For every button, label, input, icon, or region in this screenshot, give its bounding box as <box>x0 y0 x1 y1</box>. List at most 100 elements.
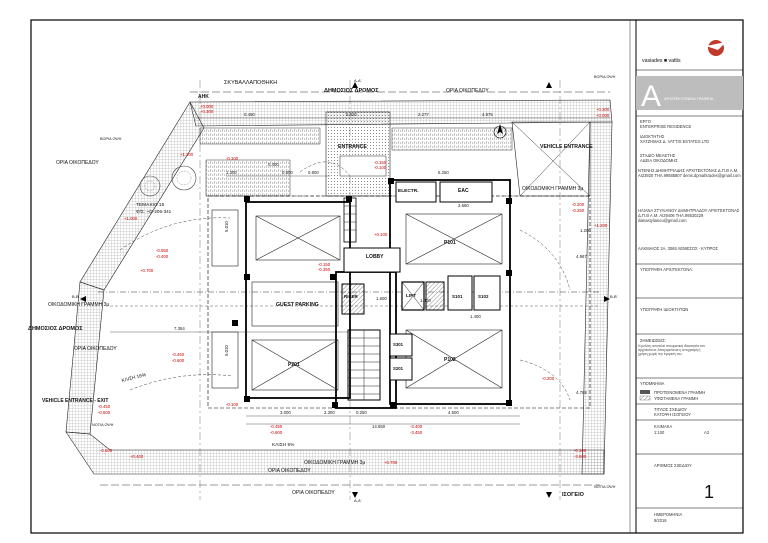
section-bb: Β-Β' <box>72 294 80 299</box>
ahk-label: ΑΗΚ <box>198 94 209 100</box>
logo-text: vasiades ■ vattis <box>642 58 681 64</box>
svg-text:-0.600: -0.600 <box>100 448 113 453</box>
svg-text:4.975: 4.975 <box>482 112 493 117</box>
svg-text:4.987: 4.987 <box>576 254 587 259</box>
legend-item-1: ΠΡΟΤΕΙΝΟΜΕΝΑ ΓΡΑΜΜΗ <box>654 390 705 395</box>
svg-text:3.000: 3.000 <box>280 410 291 415</box>
building-line-label: ΟΙΚΟΔΟΜΙΚΗ ΓΡΑΜΜΗ 3μ <box>304 460 365 466</box>
architect-2: ΗΛΙΑΝΑ ΣΤΥΛΙΑΝΟΥ ΔΗΜΗΤΡΙΑΔΟΥ ΑΡΧΙΤΕΚΤΟΝΑ… <box>638 208 740 223</box>
s301-label: S301 <box>393 342 404 347</box>
svg-text:+1.200: +1.200 <box>594 223 608 228</box>
structural-columns <box>232 178 512 408</box>
svg-text:5.820: 5.820 <box>346 112 357 117</box>
section-bb: Β-Β' <box>610 294 618 299</box>
dashed-arcs <box>119 161 571 401</box>
scale: 1:100 <box>654 430 665 435</box>
slope-5-label: ΚΛΙΣΗ 5% <box>272 442 295 448</box>
svg-text:-0.600: -0.600 <box>270 430 283 435</box>
svg-text:-0.400: -0.400 <box>156 254 169 259</box>
paper-size: A3 <box>704 430 710 435</box>
svg-text:-0.550: -0.550 <box>156 248 169 253</box>
street-name-north: ΣΚΥΒΑΛΛΑΠΟΘΗΚΗ <box>224 80 277 86</box>
svg-text:-0.150: -0.150 <box>374 160 387 165</box>
svg-text:6.250: 6.250 <box>438 170 449 175</box>
riser <box>341 283 365 315</box>
svg-text:+0.000: +0.000 <box>200 104 214 109</box>
svg-text:+0.700: +0.700 <box>140 268 154 273</box>
scale-head: ΚΛΙΜΑΚΑ <box>654 424 672 429</box>
svg-text:-0.450: -0.450 <box>98 404 111 409</box>
drawing-no-head: ΑΡΙΘΜΟΣ ΣΧΕΔΙΟΥ <box>654 463 692 468</box>
project: ENTERPRISE RESIDENCE <box>640 124 691 129</box>
eac-label: EAC <box>458 188 469 194</box>
svg-text:-0.450: -0.450 <box>172 352 185 357</box>
section-aa: Α-Α' <box>354 498 362 503</box>
date: 9/2018 <box>654 518 667 523</box>
s102-label: S102 <box>478 294 489 299</box>
svg-text:+0.400: +0.400 <box>130 454 144 459</box>
fs-label: Φ/Σ. ~/2-206-341 <box>136 209 172 214</box>
owner: ΧΑΤΖΗΜΑΣ Δ. VATTIS ESTATES LTD <box>640 139 709 144</box>
svg-text:-3.800: -3.800 <box>574 454 587 459</box>
north-view-label: ΒΟΡΙΑ ΟΨΗ <box>100 137 122 141</box>
svg-text:-0.100: -0.100 <box>574 448 587 453</box>
company-logo-icon <box>706 40 726 56</box>
storage-s301 <box>389 333 413 357</box>
lobby-label: LOBBY <box>366 254 384 260</box>
svg-text:5.010: 5.010 <box>224 221 229 232</box>
owner-head: ΙΔΙΟΚΤΗΤΗΣ <box>640 134 665 139</box>
svg-text:3.660: 3.660 <box>458 203 469 208</box>
entrance-label: ENTRANCE <box>338 144 367 150</box>
building-line-label: ΟΙΚΟΔΟΜΙΚΗ ΓΡΑΜΜΗ 3μ <box>522 186 583 192</box>
svg-text:+0.700: +0.700 <box>384 460 398 465</box>
p201-label: P201 <box>288 362 300 368</box>
eac-room <box>439 181 493 203</box>
plot-boundary-label: ΟΡΙΑ ΟΙΚΟΠΕΔΟΥ <box>56 160 99 166</box>
svg-text:4.788: 4.788 <box>576 390 587 395</box>
staircase <box>343 197 381 401</box>
date-head: ΗΜΕΡΟΜΗΝΙΑ <box>654 512 682 517</box>
firm-sub: ΑΡΧΙΤΕΚΤΟΝΙΚΑ ΓΡΑΦΕΙΑ <box>664 96 714 101</box>
site-boundary <box>65 80 613 500</box>
svg-text:-0.450: -0.450 <box>270 424 283 429</box>
sign-architect: ΥΠΟΓΡΑΦΗ ΑΡΧΙΤΕΚΤΟΝΑ: <box>640 267 693 272</box>
svg-text:5.010: 5.010 <box>224 345 229 356</box>
svg-text:2.300: 2.300 <box>324 410 335 415</box>
svg-text:-0.600: -0.600 <box>98 410 111 415</box>
storage-s201 <box>389 357 413 381</box>
legend-item-2: ΥΦΙΣΤΑΜΕΝΑ ΓΡΑΜΜΗ <box>654 396 698 401</box>
p102-label: P102 <box>444 357 456 363</box>
svg-text:-0.150: -0.150 <box>318 262 331 267</box>
svg-text:1.600: 1.600 <box>376 296 387 301</box>
svg-text:+0.300: +0.300 <box>200 109 214 114</box>
svg-text:1.400: 1.400 <box>420 298 431 303</box>
level-marks: +0.000 +0.300 +1.200 +0.300 +0.000 +0.70… <box>98 104 610 465</box>
stage-head: ΣΤΑΔΙΟ ΜΕΛΕΤΗΣ <box>640 153 676 158</box>
svg-text:+1.200: +1.200 <box>180 152 194 157</box>
architect-1: ΝΤΕΝΗΣ ΔΗΜΗΤΡΙΑΔΗΣ ΑΡΧΙΤΕΚΤΟΝΑΣ Δ.Π.Θ Α.… <box>638 168 741 178</box>
riser-label: RISER <box>344 294 359 299</box>
slope-16-label: ΚΛΙΣΗ 16% <box>121 372 148 384</box>
vehicle-entrance-label: VEHICLE ENTRANCE <box>540 144 593 150</box>
north-arrow-icon <box>493 124 507 139</box>
vehicle-entrance-exit-label: VEHICLE ENTRANCE - EXIT <box>42 398 108 404</box>
notes-head: ΣΗΜΕΙΩΣΕΙΣ: <box>640 338 666 343</box>
svg-text:-0.200: -0.200 <box>572 202 585 207</box>
south-view-label: ΝΟΤΙΑ ΟΨΗ <box>594 485 616 489</box>
street-north: ΔΗΜΟΣΙΟΣ ΔΡΟΜΟΣ <box>324 88 379 94</box>
svg-text:-0.600: -0.600 <box>172 358 185 363</box>
firm-banner <box>636 76 743 110</box>
landscape-area <box>139 127 513 197</box>
storage-s102 <box>473 275 501 311</box>
stage: ΑΔΕΙΑ ΟΙΚΟΔΟΜΗΣ <box>640 158 678 163</box>
sign-owner: ΥΠΟΓΡΑΦΗ ΙΔΙΟΚΤΗΤΩΝ <box>640 307 688 312</box>
guest-parking-label: GUEST PARKING <box>276 302 319 308</box>
plot-boundary-label: ΟΡΙΑ ΟΙΚΟΠΕΔΟΥ <box>268 468 311 474</box>
svg-text:1.200: 1.200 <box>580 228 591 233</box>
p101-label: P101 <box>444 240 456 246</box>
sheet-border <box>30 19 744 534</box>
plot-boundary-label: ΟΡΙΑ ΟΙΚΟΠΕΔΟΥ <box>74 346 117 352</box>
electr-room <box>395 181 437 203</box>
notes: Η μελέτη αποτελεί πνευματική ιδιοκτησία … <box>638 344 705 357</box>
